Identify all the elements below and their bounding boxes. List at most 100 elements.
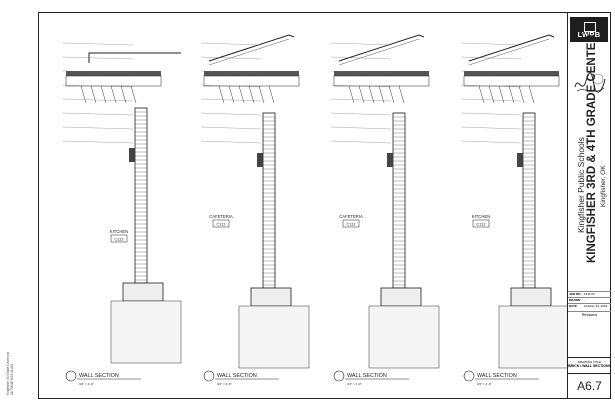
leader-line [62,70,134,74]
brace [488,85,495,104]
lintel [129,148,135,162]
leader-line [62,126,134,130]
footing [250,287,292,307]
architect-seal-signature [574,72,606,93]
leader-line [460,42,522,46]
soffit [65,75,162,87]
section-bubble [463,370,475,382]
leader-line [62,84,134,88]
brace [218,85,225,104]
leader-line [62,56,134,60]
brace [120,85,127,104]
roof-underside [338,38,420,66]
leader-line [200,98,262,102]
leader-line [200,112,262,116]
footing [510,287,552,307]
leader-line [330,112,392,116]
leader-line [330,56,392,60]
sheet-number: A6.7 [568,373,611,398]
brace [238,85,245,104]
client-name: Kingfisher Public Schools [576,137,586,233]
footing [122,282,164,302]
lintel [517,153,523,167]
leader-line [330,140,392,144]
leader-line [62,140,134,144]
leader-line [460,112,522,116]
brace [268,85,275,104]
room-number: C112 [476,222,486,227]
wall-cmu [134,107,148,284]
sheet-title-block: DRAWING TITLE BRICK / WALL SECTIONS [568,357,611,368]
grade-beam [498,305,567,369]
footing [380,287,422,307]
brace [130,85,137,104]
sheet-title-label: DRAWING TITLE [577,360,602,364]
revisions-label: Revisions [568,311,611,335]
leader-line [200,140,262,144]
leader-line [330,42,392,46]
roof-beam [334,71,429,76]
leader-line [62,112,134,116]
roof-underside [468,38,550,66]
project-info: Kingfisher Public Schools KINGFISHER 3RD… [568,34,611,263]
roof-slope [338,34,425,62]
room-name: CAFETERIA [209,214,233,219]
section-scale: 3/4" = 1'-0" [217,382,232,386]
section-bubble [333,370,345,382]
room-tag-box [472,219,490,228]
lintel [387,153,393,167]
brace [110,85,117,104]
lintel [257,153,263,167]
leader-line [200,70,262,74]
roof-beam [66,71,161,76]
room-name: CAFETERIA [339,214,363,219]
grade-beam [110,300,182,364]
room-tag-box [110,234,128,243]
soffit [333,75,430,87]
leader-line [200,126,262,130]
section-title: WALL SECTION [477,373,517,379]
roof-parapet [88,52,181,63]
leader-line [330,98,392,102]
wall-cmu [522,112,536,289]
roof-slope [208,34,295,62]
leader-line [460,84,522,88]
project-city: Kingfisher, OK [600,165,607,207]
brace [258,85,265,104]
brace [228,85,235,104]
section-scale: 3/4" = 1'-0" [347,382,362,386]
roof-slope [468,34,555,62]
soffit [203,75,300,87]
info-row: DRAWN- [568,297,611,303]
brace [388,85,395,104]
brace [528,85,535,104]
room-tag-box [342,219,360,228]
brace [358,85,365,104]
room-number: C111 [217,222,227,227]
leader-line [460,56,522,60]
brace [90,85,97,104]
soffit [463,75,560,87]
section-title: WALL SECTION [217,373,257,379]
plot-date: 11/7/2016 8:22:41 AM [10,364,14,395]
firm-name: LWPB [577,30,601,39]
wall-cmu [392,112,406,289]
section-title: WALL SECTION [347,373,387,379]
project-name: KINGFISHER 3RD & 4TH GRADE CENTER [586,34,598,263]
section-title: WALL SECTION [79,373,119,379]
leader-line [460,98,522,102]
firm-logo: LWPB [570,17,608,42]
sheet-title: BRICK / WALL SECTIONS [568,364,611,368]
section-scale: 3/4" = 1'-0" [79,382,94,386]
brace [248,85,255,104]
leader-line [200,84,262,88]
section-bubble [65,370,77,382]
room-number: C111 [347,222,357,227]
